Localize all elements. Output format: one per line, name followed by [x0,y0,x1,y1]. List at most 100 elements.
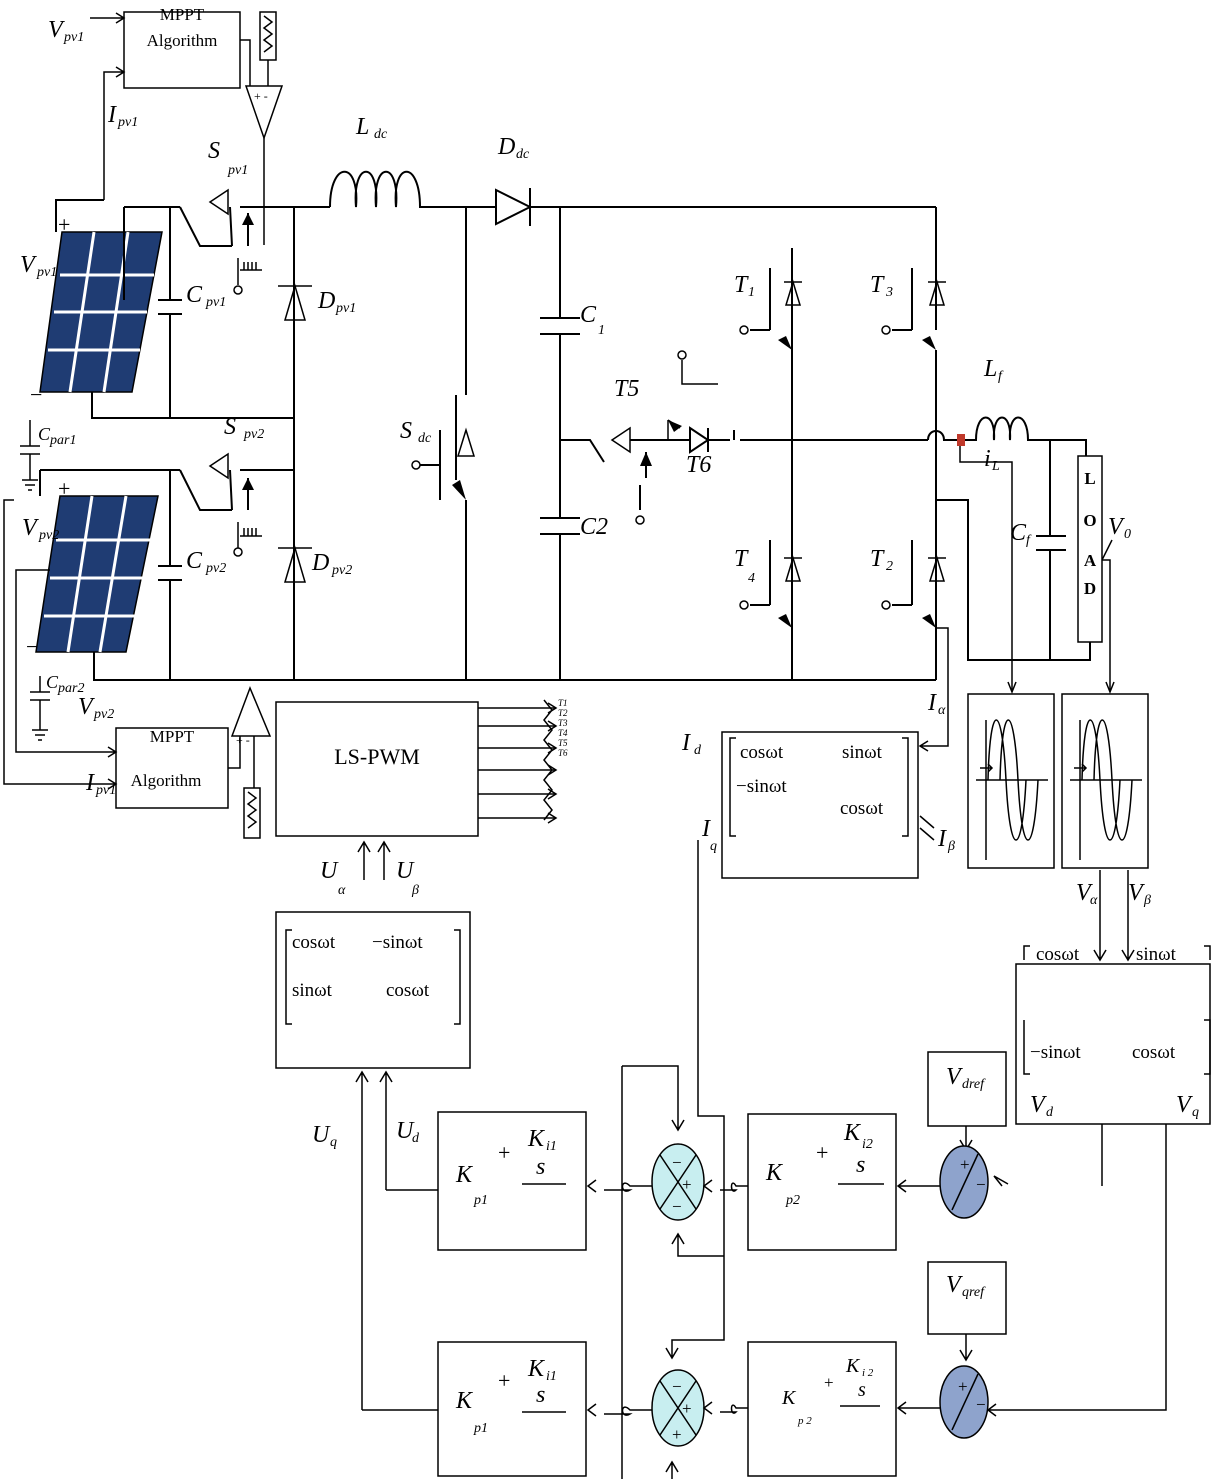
svg-text:qref: qref [962,1285,986,1300]
svg-text:2: 2 [886,559,893,574]
cf-capacitor [1036,440,1066,660]
svg-text:K: K [527,1356,546,1382]
iq-label: I q [701,816,717,854]
t5-switch [560,439,690,463]
vpv2-bottom-label: V pv2 [78,694,114,722]
t2-label: T 2 [870,546,893,574]
park-v-r1c1: cosωt [1036,944,1080,965]
svg-text:i: i [984,446,991,472]
load-a: A [1084,551,1097,570]
svg-text:+: + [682,1175,692,1194]
pi-vq-block [747,1341,897,1477]
voltage-scope [1061,693,1149,869]
pi-vd-block [747,1113,897,1251]
ldc-inductor [329,170,496,208]
cf-label: C f [1010,520,1032,548]
svg-text:−: − [976,1175,986,1194]
svg-text:p 2: p 2 [797,1415,812,1427]
t1-switch [750,248,793,680]
svg-text:K: K [455,1162,474,1188]
ud-label: U d [396,1118,420,1146]
svg-text:pv2: pv2 [38,528,59,543]
svg-text:pv1: pv1 [63,30,84,45]
svg-text:C: C [186,548,203,574]
mppt1-block [123,11,241,89]
dpv1-label: D pv1 [317,288,356,316]
panel2-plus: + [58,476,70,501]
svg-text:U: U [396,1118,415,1144]
svg-text:C: C [186,282,203,308]
load-l: L [1084,469,1095,488]
ibeta-label: I β [937,826,955,854]
c2-label: C2 [580,514,608,540]
pv-panel-2 [35,495,159,653]
svg-text:L: L [991,459,1000,474]
park-v-r2c2: cosωt [1132,1042,1176,1063]
svg-text:K: K [527,1126,546,1152]
svg-text:S: S [400,418,412,444]
spv2-label: S pv2 [224,414,264,442]
svg-text:pv2: pv2 [205,561,226,576]
inv-park-r2c1: sinωt [292,980,333,1001]
load-d: D [1084,579,1096,598]
svg-text:s: s [536,1154,545,1180]
sum-vq [939,1365,989,1439]
svg-text:+: + [958,1377,968,1396]
ddc-diode [495,188,533,226]
svg-text:K: K [455,1388,474,1414]
svg-text:pv2: pv2 [93,707,114,722]
pwm-out-t2: T2 [558,708,568,718]
load-block [1077,455,1103,643]
svg-text:q: q [1192,1105,1199,1120]
svg-text:L: L [355,114,369,140]
svg-text:T: T [734,546,749,572]
svg-text:V: V [22,515,39,541]
svg-text:V: V [946,1272,963,1298]
svg-text:pv2: pv2 [331,563,352,578]
svg-text:D: D [311,550,329,576]
pi-iq-formula: K p1 + K i1 s [455,1356,557,1436]
spv2-switch [179,469,294,511]
t5-label: T5 [614,376,639,402]
svg-text:−: − [672,1153,682,1172]
svg-text:s: s [858,1379,866,1401]
pwm-out-t5: T5 [558,738,568,748]
ualpha-label: U α [320,858,346,898]
svg-text:V: V [1176,1092,1193,1118]
t6-label: T6 [686,452,711,478]
valpha-label: V α [1076,880,1098,908]
svg-text:I: I [85,770,95,796]
pi-id-formula: K p1 + K i1 s [455,1126,557,1208]
park-i-r1c2: sinωt [842,742,883,763]
svg-text:d: d [412,1131,420,1146]
ubeta-label: U β [396,858,419,898]
pwm-out-t3: T3 [558,718,568,728]
svg-text:V: V [946,1064,963,1090]
gate-pulse-1 [237,258,262,285]
park-v-r1c2: sinωt [1136,944,1177,965]
panel2-minus: − [26,634,38,659]
ddc-label: D dc [497,134,530,162]
vd-label: V d [1030,1092,1054,1120]
gate-pulse-2 [237,522,262,548]
svg-text:−: − [976,1395,986,1414]
svg-text:α: α [338,883,346,898]
vbeta-label: V β [1128,880,1151,908]
svg-text:I: I [701,816,711,842]
svg-text:V: V [1030,1092,1047,1118]
svg-text:+: + [498,1368,510,1393]
svg-text:0: 0 [1124,527,1131,542]
t4-switch [750,540,771,606]
svg-text:pv1: pv1 [36,265,57,280]
svg-text:dref: dref [962,1077,986,1092]
vdref-label: V dref [946,1064,986,1092]
lf-inductor [965,416,1087,456]
carrier-1-wave [262,15,274,53]
svg-text:i 2: i 2 [862,1367,874,1379]
svg-text:+: + [498,1140,510,1165]
sdc-label: S dc [400,418,432,446]
svg-text:T: T [870,272,885,298]
svg-text:I: I [937,826,947,852]
inverse-park-block [275,911,471,1069]
